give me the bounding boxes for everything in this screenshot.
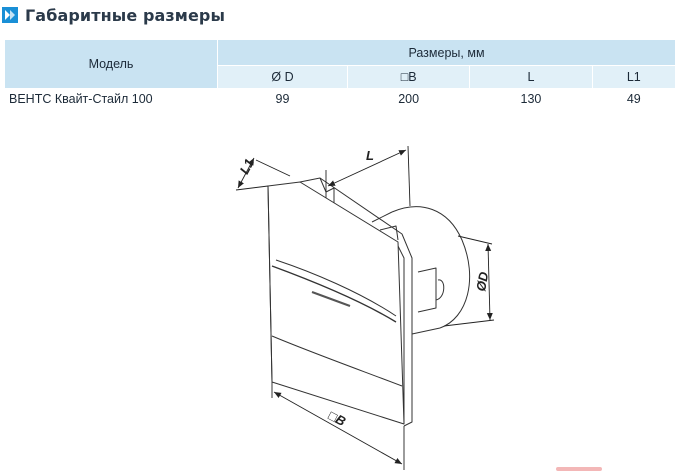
label-l: L: [366, 148, 374, 163]
column-header-l1: L1: [591, 65, 677, 89]
column-group-header-dimensions: Размеры, мм: [217, 39, 676, 66]
dimension-b: [271, 382, 405, 470]
cell-diameter: 99: [217, 88, 348, 110]
double-chevron-icon: [2, 7, 18, 23]
fan-outline: [267, 177, 471, 427]
cell-width: 200: [346, 88, 471, 110]
dimension-l1: [235, 157, 291, 191]
watermark: [556, 467, 602, 471]
fan-dimension-drawing: L1 L ØD □B: [235, 145, 495, 470]
section-title: Габаритные размеры: [25, 5, 226, 25]
dimensions-table: Модель Размеры, мм Ø D □B L L1 ВЕНТС Ква…: [4, 39, 677, 110]
section-header: Габаритные размеры: [0, 4, 225, 26]
cell-model: ВЕНТС Квайт-Стайл 100: [4, 88, 218, 110]
column-header-width: □B: [346, 65, 471, 89]
label-l1: L1: [237, 156, 257, 176]
dimension-l: [325, 145, 411, 207]
column-header-model: Модель: [4, 39, 218, 89]
table-row: ВЕНТС Квайт-Стайл 100 99 200 130 49: [4, 88, 677, 110]
column-header-length: L: [469, 65, 593, 89]
cell-length: 130: [469, 88, 593, 110]
label-diameter: ØD: [473, 270, 491, 292]
label-width: □B: [326, 408, 348, 429]
column-header-diameter: Ø D: [217, 65, 348, 89]
cell-l1: 49: [591, 88, 677, 110]
dimension-d: [443, 235, 495, 327]
